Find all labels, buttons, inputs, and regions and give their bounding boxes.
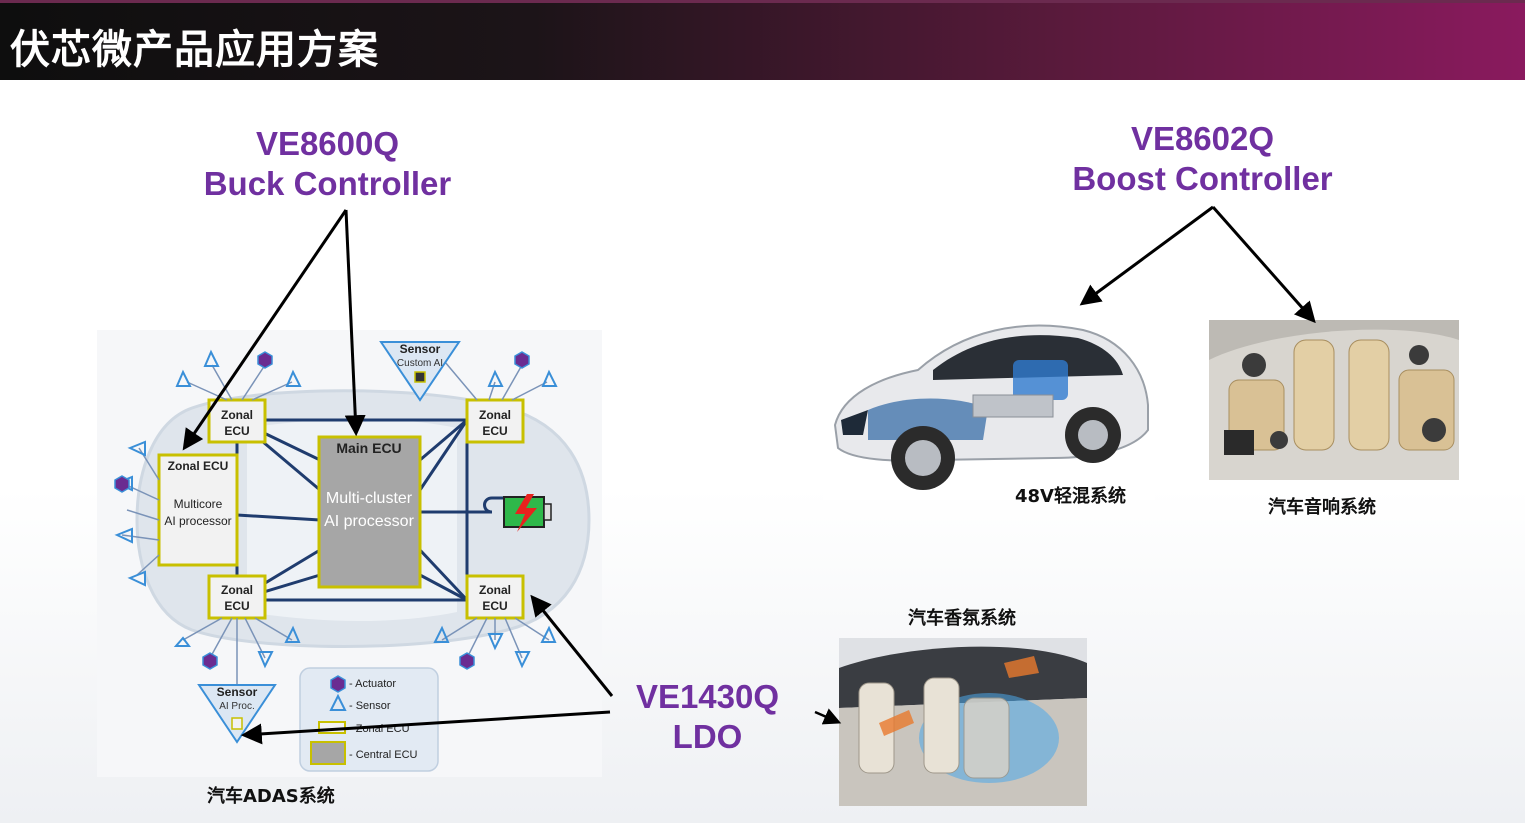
zonal-ecu-top-left: Zonal ECU [207, 398, 267, 444]
zonal-ecu-left [157, 453, 239, 567]
svg-text:AI Proc.: AI Proc. [219, 701, 255, 712]
svg-text:Zonal: Zonal [479, 583, 511, 597]
buck-name: Buck Controller [203, 165, 452, 202]
main-ecu-desc-2: AI processor [324, 513, 414, 530]
svg-text:ECU: ECU [224, 424, 249, 438]
svg-text:Zonal: Zonal [479, 408, 511, 422]
legend-central-ecu: - Central ECU [349, 749, 418, 761]
boost-name: Boost Controller [1072, 160, 1333, 197]
sensor-custom-ai: Sensor Custom AI [379, 341, 461, 402]
diagram-svg: Main ECU Multi-cluster AI processor Zona… [114, 341, 591, 772]
zonal-ecu-top-right: Zonal ECU [465, 398, 525, 444]
hybrid-car-image [823, 300, 1155, 500]
diagram-legend: - Actuator - Sensor - Zonal ECU - Centra… [299, 667, 439, 772]
zonal-ecu-bottom-right: Zonal ECU [465, 574, 525, 620]
legend-actuator: - Actuator [349, 678, 396, 690]
caption-adas: 汽车ADAS系统 [207, 786, 335, 807]
svg-text:Sensor: Sensor [400, 342, 441, 356]
svg-text:Zonal: Zonal [221, 408, 253, 422]
zonal-ecu-left-desc-1: Multicore [174, 497, 223, 511]
boost-product-title: VE8602Q Boost Controller [1070, 119, 1335, 199]
svg-text:ECU: ECU [482, 424, 507, 438]
sensor-ai-proc: Sensor AI Proc. [197, 684, 277, 744]
car-fragrance-image [839, 638, 1087, 806]
main-ecu-label: Main ECU [336, 440, 401, 456]
car-audio-image [1209, 320, 1459, 480]
caption-fragrance: 汽车香氛系统 [908, 608, 1016, 629]
boost-model: VE8602Q [1130, 120, 1275, 157]
ldo-model: VE1430Q [635, 678, 780, 715]
svg-text:Zonal: Zonal [221, 583, 253, 597]
battery-icon [483, 494, 552, 532]
adas-architecture-diagram: Main ECU Multi-cluster AI processor Zona… [97, 330, 602, 777]
legend-sensor: - Sensor [349, 700, 391, 712]
caption-hybrid: 48V轻混系统 [1015, 486, 1126, 507]
zonal-ecu-bottom-left: Zonal ECU [207, 574, 267, 620]
buck-model: VE8600Q [255, 125, 400, 162]
svg-text:Custom AI: Custom AI [397, 358, 443, 369]
svg-text:Sensor: Sensor [217, 685, 258, 699]
buck-product-title: VE8600Q Buck Controller [200, 124, 455, 204]
main-ecu-box [317, 435, 422, 589]
svg-text:ECU: ECU [482, 599, 507, 613]
zonal-ecu-left-desc-2: AI processor [164, 514, 231, 528]
svg-text:ECU: ECU [224, 599, 249, 613]
ldo-name: LDO [672, 718, 743, 755]
zonal-ecu-left-label: Zonal ECU [168, 459, 229, 473]
caption-audio: 汽车音响系统 [1268, 497, 1376, 518]
legend-zonal-ecu: - Zonal ECU [349, 723, 410, 735]
main-ecu-desc-1: Multi-cluster [326, 490, 413, 507]
ldo-product-title: VE1430Q LDO [625, 677, 790, 757]
header-bar: 伏芯微产品应用方案 [0, 0, 1525, 80]
page-title: 伏芯微产品应用方案 [10, 27, 379, 73]
